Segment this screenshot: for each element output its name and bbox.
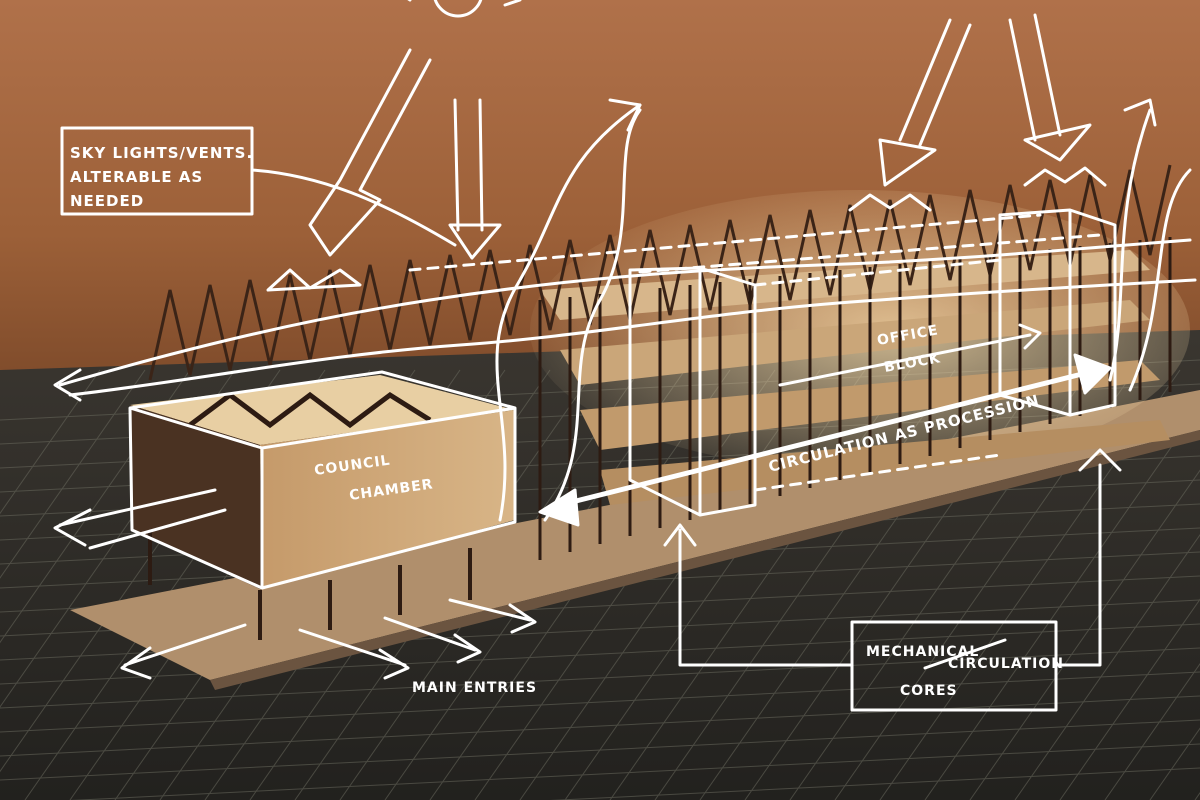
cores-label-line2: CORES: [900, 683, 958, 699]
vent-arrow: [848, 193, 932, 212]
office-arrow: [778, 323, 1042, 387]
skylights-label-line2: ALTERABLE AS: [70, 168, 203, 186]
airflow-curve: [495, 103, 642, 522]
entry-arrows: [120, 598, 537, 680]
circulation-arrow: [557, 369, 1093, 508]
airflow-curve: [543, 108, 642, 522]
skylights-label-line1: SKY LIGHTS/VENTS.: [70, 144, 253, 162]
airflow-curve: [1128, 168, 1192, 392]
office-block-outline: [753, 258, 1002, 492]
airflow-curve: [68, 278, 1197, 397]
sun-ray-arrows: [308, 13, 1092, 260]
cores-label-struck: CIRCULATION: [948, 656, 1064, 672]
vent-arrow: [266, 268, 362, 292]
model-base-edge: [210, 430, 1200, 690]
core-outline: [628, 266, 757, 517]
vent-arrow: [1023, 166, 1107, 187]
strike-line: [923, 638, 1007, 670]
council-chamber-outline: [128, 370, 517, 590]
main-entries-label: MAIN ENTRIES: [412, 680, 537, 696]
airflow-curve: [58, 238, 1192, 387]
cores-label-line1: MECHANICAL: [866, 644, 979, 660]
sun-icon: [433, 0, 483, 18]
skylights-label-line3: NEEDED: [70, 192, 144, 210]
sketch-overlay: [53, 0, 1197, 712]
